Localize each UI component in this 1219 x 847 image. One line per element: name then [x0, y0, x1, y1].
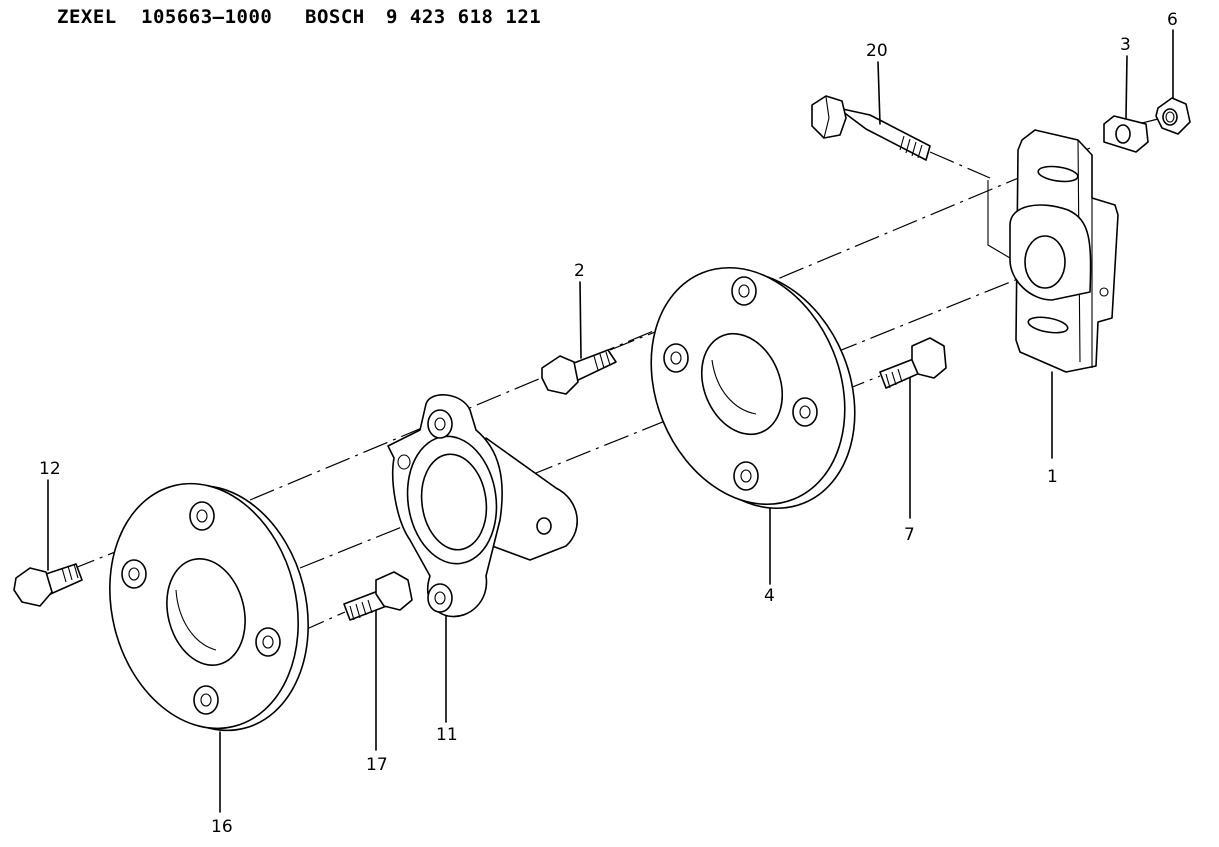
callout-20: 20 [866, 41, 888, 61]
callout-12: 12 [39, 459, 61, 479]
part-17-bolt [343, 571, 413, 621]
callout-17: 17 [366, 755, 388, 775]
callout-7: 7 [904, 525, 915, 545]
callout-4: 4 [764, 586, 775, 606]
part-11-flange-hub [387, 394, 578, 618]
part-2-bolt [541, 349, 617, 395]
header-bosch-number: 9 423 618 121 [386, 6, 542, 28]
part-12-bolt [13, 563, 83, 607]
header-zexel-number: 105663—1000 [141, 6, 273, 28]
leader-lines [47, 29, 1174, 813]
part-3-spacer [1103, 115, 1149, 153]
header-maker-zexel: ZEXEL [57, 6, 117, 28]
part-4-coupling-disc [650, 266, 856, 510]
callout-3: 3 [1120, 35, 1131, 55]
part-1-bracket [987, 129, 1119, 373]
part-7-bolt [879, 337, 947, 389]
callout-2: 2 [574, 261, 585, 281]
callout-16: 16 [211, 817, 233, 837]
part-16-coupling-disc [109, 482, 309, 732]
callout-1: 1 [1047, 467, 1058, 487]
part-6-nut [1155, 97, 1191, 135]
part-20-long-bolt [811, 95, 931, 161]
callout-11: 11 [436, 725, 458, 745]
header-maker-bosch: BOSCH [305, 6, 365, 28]
callout-6: 6 [1167, 10, 1178, 30]
